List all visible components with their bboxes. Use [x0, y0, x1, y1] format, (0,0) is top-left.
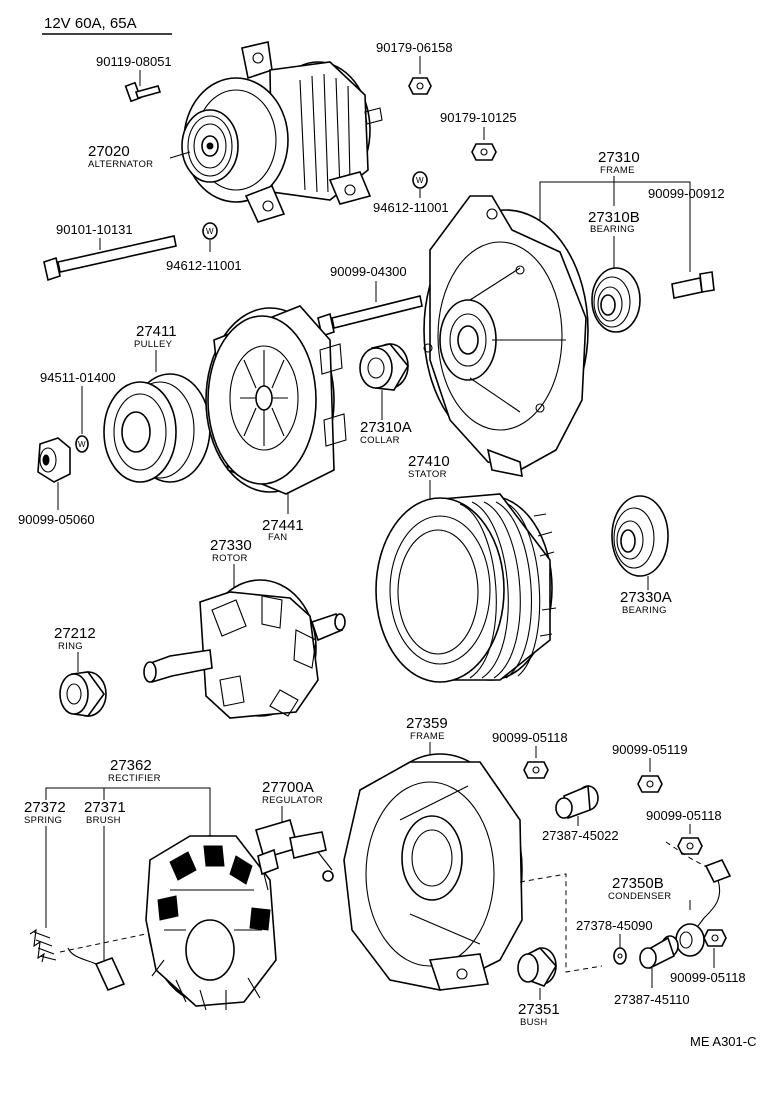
washer-94612-b-drawing: [202, 222, 218, 240]
diagram-title: 12V 60A, 65A: [44, 15, 137, 32]
nut-90099-05119-drawing: [637, 775, 663, 793]
part-name-frame: FRAME: [600, 165, 635, 176]
part-name-rotor: ROTOR: [212, 553, 248, 564]
part-name-spring: SPRING: [24, 815, 62, 826]
part-name-bush: BUSH: [520, 1017, 548, 1028]
frame-27359-drawing: [343, 753, 523, 991]
part-name-alternator: ALTERNATOR: [88, 159, 153, 170]
part-number-94612-a: 94612-11001: [373, 200, 449, 215]
part-number-regulator-27700a: 27700A: [262, 779, 314, 796]
part-name-rectifier: RECTIFIER: [108, 773, 161, 784]
part-number-bearing-27330a: 27330A: [620, 589, 672, 606]
part-number-condenser-27350b: 27350B: [612, 875, 664, 892]
part-name-regulator: REGULATOR: [262, 795, 323, 806]
part-number-90099-05119: 90099-05119: [612, 742, 688, 757]
part-number-27387-45110: 27387-45110: [614, 992, 690, 1007]
part-number-bearing-27310b: 27310B: [588, 209, 640, 226]
bolt-90099-04300-drawing: [317, 295, 423, 338]
part-number-frame-27310: 27310: [598, 149, 640, 166]
nut-90099-05118-b-drawing: [677, 837, 703, 855]
washer-94612-a-drawing: [412, 171, 428, 189]
part-number-90099-05060: 90099-05060: [18, 512, 95, 527]
bush-27351-drawing: [517, 947, 557, 987]
part-number-27387-45022: 27387-45022: [542, 828, 619, 843]
part-number-stator-27410: 27410: [408, 453, 450, 470]
frame-27310-drawing: [423, 195, 589, 478]
nut-90179-06158-drawing: [408, 77, 432, 95]
brush-27371-drawing: [67, 947, 126, 992]
part-number-94511-01400: 94511-01400: [40, 370, 116, 385]
part-name-stator: STATOR: [408, 469, 447, 480]
part-number-27378-45090: 27378-45090: [576, 918, 653, 933]
part-number-collar-27310a: 27310A: [360, 419, 412, 436]
collar-27310a-drawing: [359, 343, 409, 391]
part-name-bearing-27330a: BEARING: [622, 605, 667, 616]
stator-27410-drawing: [375, 493, 557, 683]
nut-90099-05118-c-drawing: [703, 929, 727, 947]
washer-mark-c: W: [78, 440, 86, 449]
washer-mark-a: W: [416, 176, 424, 185]
bearing-27310b-drawing: [591, 267, 641, 333]
nut-90099-05060-drawing: [37, 437, 71, 483]
regulator-27700a-drawing: [255, 819, 334, 891]
part-number-90101-10131: 90101-10131: [56, 222, 133, 237]
pulley-27411-drawing: [103, 373, 211, 483]
part-number-90099-05118-c: 90099-05118: [670, 970, 746, 985]
washer-94511-drawing: [75, 435, 89, 453]
nut-90099-05118-a-drawing: [523, 761, 549, 779]
part-name-fan: FAN: [268, 532, 287, 543]
part-name-pulley: PULLEY: [134, 339, 173, 350]
part-number-90099-04300: 90099-04300: [330, 264, 407, 279]
bolt-90119-drawing: [124, 81, 162, 103]
part-number-rectifier-27362: 27362: [110, 757, 152, 774]
part-number-fan-27441: 27441: [262, 517, 304, 534]
part-name-bearing-27310b: BEARING: [590, 224, 635, 235]
part-name-condenser: CONDENSER: [608, 891, 671, 902]
part-number-ring-27212: 27212: [54, 625, 96, 642]
part-number-brush-27371: 27371: [84, 799, 126, 816]
part-number-frame-27359: 27359: [406, 715, 448, 732]
fan-27441-drawing: [205, 305, 347, 495]
part-number-94612-b: 94612-11001: [166, 258, 242, 273]
bearing-27330a-drawing: [611, 495, 669, 577]
bolt-90101-drawing: [43, 235, 177, 282]
part-number-90179-10125: 90179-10125: [440, 110, 517, 125]
part-number-90099-05118-b: 90099-05118: [646, 808, 722, 823]
part-number-90179-06158: 90179-06158: [376, 40, 453, 55]
diagram-code: ME A301-C: [690, 1034, 756, 1049]
rectifier-27362-drawing: [145, 835, 277, 1011]
rotor-27330-drawing: [143, 579, 346, 719]
ring-27212-drawing: [59, 671, 107, 717]
washer-mark-b: W: [206, 227, 214, 236]
condenser-27350b-drawing: [675, 858, 732, 957]
insulator-27387-45022-drawing: [555, 784, 599, 820]
washer-27378-drawing: [613, 947, 627, 965]
bolt-90099-00912-drawing: [671, 271, 715, 299]
part-name-ring: RING: [58, 641, 83, 652]
part-number-pulley-27411: 27411: [136, 323, 177, 340]
part-number-90119: 90119-08051: [96, 54, 172, 69]
part-name-rear-frame: FRAME: [410, 731, 445, 742]
spring-27372-drawing: [29, 928, 57, 963]
part-name-brush: BRUSH: [86, 815, 121, 826]
nut-90179-10125-drawing: [471, 143, 497, 161]
part-number-rotor-27330: 27330: [210, 537, 252, 554]
alternator-assembly-drawing: [181, 41, 383, 223]
part-number-spring-27372: 27372: [24, 799, 66, 816]
part-number-90099-05118-a: 90099-05118: [492, 730, 568, 745]
part-number-90099-00912: 90099-00912: [648, 186, 725, 201]
part-name-collar: COLLAR: [360, 435, 400, 446]
part-number-bush-27351: 27351: [518, 1001, 560, 1018]
insulator-27387-45110-drawing: [639, 935, 679, 970]
part-number-alternator: 27020: [88, 143, 130, 160]
